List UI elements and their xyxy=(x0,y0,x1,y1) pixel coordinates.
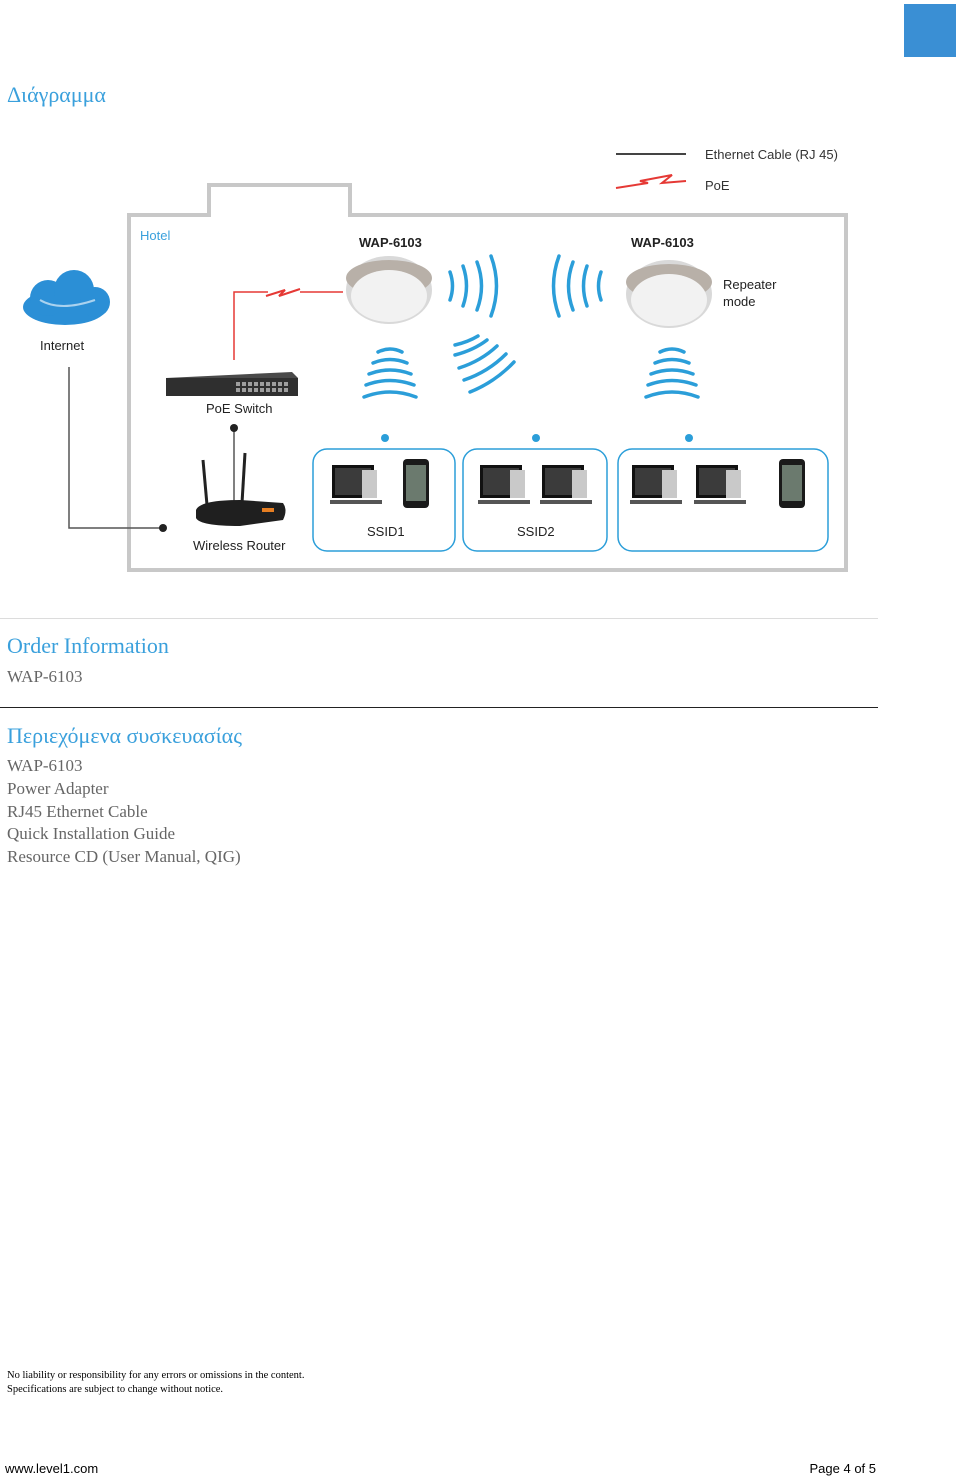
repeater-label-line1: Repeater xyxy=(723,277,777,292)
ssid1-group xyxy=(312,448,456,552)
ssid2-computer-icon-2 xyxy=(540,465,592,504)
order-info-title: Order Information xyxy=(7,633,169,658)
poe-cable-switch xyxy=(233,291,268,360)
diagram-section-title: Διάγραμμα xyxy=(7,82,106,107)
package-item: Resource CD (User Manual, QIG) xyxy=(7,847,241,866)
ap1-label: WAP-6103 xyxy=(359,235,422,250)
router-port-dot xyxy=(159,524,167,532)
ssid3-computer-icon-1 xyxy=(630,465,682,504)
ssid3-computer-icon-2 xyxy=(694,465,746,504)
ap2-label: WAP-6103 xyxy=(631,235,694,250)
section-divider-dark xyxy=(0,707,878,708)
header-accent-block xyxy=(904,4,956,57)
ap1-coverage-waves xyxy=(362,347,418,399)
ssid3-group xyxy=(617,448,829,552)
ap1-device-icon xyxy=(346,256,432,324)
ssid1-label: SSID1 xyxy=(367,524,405,539)
internet-label: Internet xyxy=(40,338,84,353)
wireless-router-icon xyxy=(196,452,286,526)
order-model: WAP-6103 xyxy=(7,667,83,686)
poe-bolt-icon xyxy=(265,288,301,297)
footer-disclaimer-1: No liability or responsibility for any e… xyxy=(7,1370,305,1381)
hotel-label: Hotel xyxy=(140,228,170,243)
package-item: Quick Installation Guide xyxy=(7,824,176,843)
hotel-outline xyxy=(127,183,848,572)
ssid3-dot xyxy=(685,434,693,442)
footer-disclaimer-2: Specifications are subject to change wit… xyxy=(7,1384,224,1395)
package-item: WAP-6103 xyxy=(7,756,83,775)
internet-cloud-icon xyxy=(23,270,110,325)
footer-page-number: Page 4 of 5 xyxy=(809,1461,877,1476)
package-item: Power Adapter xyxy=(7,779,109,798)
ssid1-dot xyxy=(381,434,389,442)
section-divider-light xyxy=(0,618,878,619)
ap2-device-icon xyxy=(626,260,712,328)
internet-router-cable xyxy=(68,367,163,529)
legend-poe-bolt xyxy=(615,174,687,189)
ap-diagonal-waves xyxy=(453,334,516,394)
poe-switch-icon xyxy=(166,372,298,396)
poe-switch-label: PoE Switch xyxy=(206,401,272,416)
ssid2-label: SSID2 xyxy=(517,524,555,539)
wireless-router-label: Wireless Router xyxy=(193,538,286,553)
ap2-coverage-waves xyxy=(644,347,700,399)
footer-website-link[interactable]: www.level1.com xyxy=(5,1461,99,1476)
ssid2-computer-icon-1 xyxy=(478,465,530,504)
network-diagram: Ethernet Cable (RJ 45) PoE Hotel Interne… xyxy=(23,147,848,572)
package-item: RJ45 Ethernet Cable xyxy=(7,802,148,821)
ssid1-computer-icon xyxy=(330,465,382,504)
package-contents-title: Περιεχόμενα συσκευασίας xyxy=(7,723,242,748)
ssid3-phone-icon xyxy=(779,459,805,508)
ssid2-group xyxy=(462,448,608,552)
ssid1-phone-icon xyxy=(403,459,429,508)
ssid2-dot xyxy=(532,434,540,442)
repeater-label-line2: mode xyxy=(723,294,756,309)
ap-link-waves xyxy=(448,254,603,318)
legend-poe-label: PoE xyxy=(705,178,730,193)
legend-ethernet-label: Ethernet Cable (RJ 45) xyxy=(705,147,838,162)
switch-port-dot xyxy=(230,424,238,432)
